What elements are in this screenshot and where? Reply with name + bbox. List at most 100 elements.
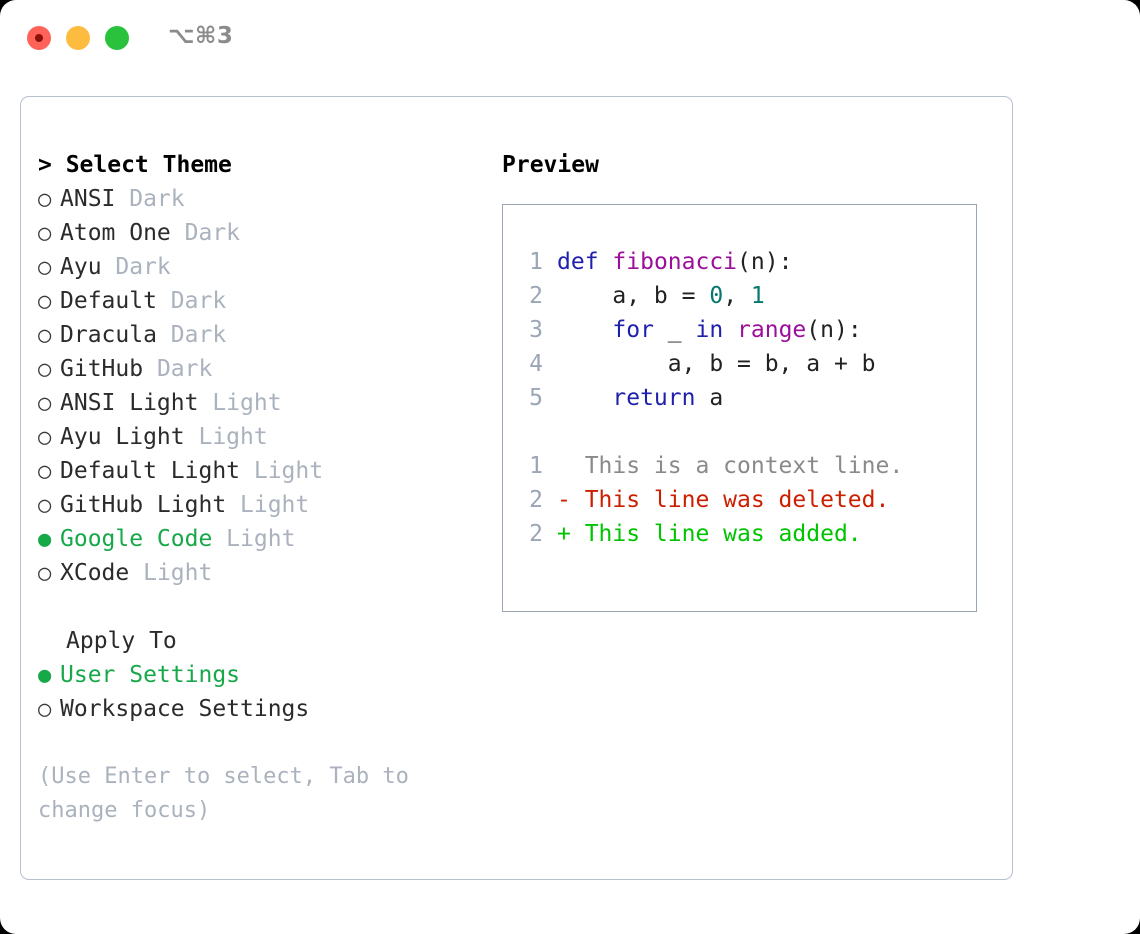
radio-selected-icon: ●	[38, 527, 52, 552]
traffic-lights	[27, 26, 129, 50]
code-line-text: return a	[557, 381, 723, 415]
theme-option-variant-tag: Dark	[170, 220, 241, 246]
theme-option-atom-one[interactable]: ○ Atom One Dark	[38, 216, 478, 250]
code-token-kw: for	[612, 317, 654, 343]
theme-option-google-code[interactable]: ● Google Code Light	[38, 522, 478, 556]
diff-line-text: This is a context line.	[557, 453, 904, 479]
theme-option-variant-tag: Light	[212, 526, 296, 552]
radio-unselected-icon: ○	[38, 391, 52, 416]
theme-option-label: Google Code	[60, 526, 213, 552]
diff-line-number: 1	[529, 453, 543, 479]
radio-unselected-icon: ○	[38, 561, 52, 586]
radio-unselected-icon: ○	[38, 697, 52, 722]
keyboard-shortcut-label: ⌥⌘3	[168, 23, 234, 49]
radio-unselected-icon: ○	[38, 289, 52, 314]
theme-option-xcode[interactable]: ○ XCode Light	[38, 556, 478, 590]
diff-line-text: + This line was added.	[557, 521, 862, 547]
code-line-number: 2	[529, 283, 543, 309]
apply-to-option-list: ●User Settings○Workspace Settings	[38, 658, 478, 726]
code-line-text: def fibonacci(n):	[557, 245, 792, 279]
theme-option-github-light[interactable]: ○GitHub Light Light	[38, 488, 478, 522]
diff-line-text: - This line was deleted.	[557, 487, 890, 513]
diff-line-number: 2	[529, 521, 543, 547]
code-line-number: 4	[529, 351, 543, 377]
code-line-text: a, b = 0, 1	[557, 279, 764, 313]
code-token-fn: range	[737, 317, 807, 343]
diff-line-add: 2 + This line was added.	[503, 517, 976, 551]
apply-to-header: Apply To	[66, 628, 177, 654]
theme-option-variant-tag: Light	[184, 424, 268, 450]
minimize-window-button[interactable]	[66, 26, 90, 50]
list-spacer	[38, 590, 478, 624]
theme-selection-dialog: > Select Theme ○ANSI Dark○Atom One Dark○…	[20, 96, 1013, 880]
theme-option-label: GitHub Light	[60, 492, 227, 518]
close-window-button[interactable]	[27, 26, 51, 50]
radio-unselected-icon: ○	[38, 221, 52, 246]
theme-option-label: Default Light	[60, 458, 241, 484]
theme-option-variant-tag: Dark	[156, 322, 227, 348]
code-token-pl	[723, 317, 737, 343]
code-token-pl	[557, 317, 612, 343]
code-line-number: 3	[529, 317, 543, 343]
code-line-text: a, b = b, a + b	[557, 347, 876, 381]
radio-unselected-icon: ○	[38, 459, 52, 484]
radio-unselected-icon: ○	[38, 493, 52, 518]
radio-unselected-icon: ○	[38, 425, 52, 450]
code-token-pl	[557, 385, 612, 411]
theme-option-ayu[interactable]: ○ Ayu Dark	[38, 250, 478, 284]
select-theme-header: > Select Theme	[38, 152, 232, 178]
radio-unselected-icon: ○	[38, 255, 52, 280]
radio-unselected-icon: ○	[38, 187, 52, 212]
theme-option-label: Default	[60, 288, 157, 314]
title-bar: ⌥⌘3	[0, 0, 1140, 78]
theme-option-label: ANSI Light	[60, 390, 199, 416]
apply-to-option-workspace-settings[interactable]: ○Workspace Settings	[38, 692, 478, 726]
theme-option-default-light[interactable]: ○Default Light Light	[38, 454, 478, 488]
code-diff-gap	[503, 415, 976, 449]
code-line: 2 a, b = 0, 1	[503, 279, 976, 313]
radio-selected-icon: ●	[38, 663, 52, 688]
theme-option-variant-tag: Dark	[115, 186, 185, 212]
code-token-pl	[599, 249, 613, 275]
theme-option-label: Ayu Light	[60, 424, 185, 450]
code-token-kw: def	[557, 249, 599, 275]
preview-title: Preview	[502, 152, 599, 178]
theme-option-variant-tag: Light	[129, 560, 213, 586]
theme-option-label: Dracula	[60, 322, 157, 348]
code-line: 4 a, b = b, a + b	[503, 347, 976, 381]
diff-sample: 1 This is a context line. 2 - This line wa…	[503, 449, 976, 551]
theme-option-variant-tag: Dark	[143, 356, 213, 382]
theme-option-ayu-light[interactable]: ○ Ayu Light Light	[38, 420, 478, 454]
code-token-pl: (n):	[806, 317, 862, 343]
theme-option-label: XCode	[60, 560, 130, 586]
theme-option-label: ANSI	[60, 186, 116, 212]
code-token-kw: return	[612, 385, 696, 411]
theme-option-list: ○ ANSI Dark ○ Atom One Dark ○ Ayu Dark ○ Defaul…	[38, 182, 478, 590]
keyboard-hint-text: (Use Enter to select, Tab to change focu…	[38, 764, 423, 823]
diff-line-number: 2	[529, 487, 543, 513]
theme-option-default[interactable]: ○ Default Dark	[38, 284, 478, 318]
theme-option-variant-tag: Dark	[101, 254, 171, 280]
code-token-pl: ,	[723, 283, 751, 309]
maximize-window-button[interactable]	[105, 26, 129, 50]
theme-option-variant-tag: Dark	[156, 288, 227, 314]
apply-to-option-user-settings[interactable]: ●User Settings	[38, 658, 478, 692]
theme-option-ansi-light[interactable]: ○ANSI Light Light	[38, 386, 478, 420]
theme-option-github[interactable]: ○GitHub Dark	[38, 352, 478, 386]
theme-option-label: Ayu	[60, 254, 102, 280]
radio-unselected-icon: ○	[38, 357, 52, 382]
code-token-pl: a	[695, 385, 724, 411]
theme-option-ansi[interactable]: ○ ANSI Dark	[38, 182, 478, 216]
code-token-pl: _	[653, 317, 696, 343]
code-line-text: for _ in range(n):	[557, 313, 862, 347]
code-token-pl: (n):	[737, 249, 793, 275]
code-token-num: 0	[709, 283, 724, 309]
theme-option-dracula[interactable]: ○Dracula Dark	[38, 318, 478, 352]
theme-option-label: Atom One	[60, 220, 171, 246]
code-token-pl: a, b = b, a + b	[557, 351, 876, 377]
